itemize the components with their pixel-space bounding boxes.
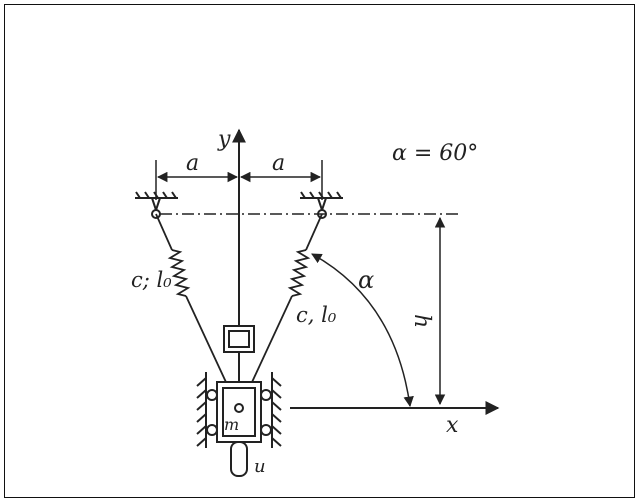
angle-equation-label: α = 60° xyxy=(392,141,478,166)
figure-frame xyxy=(4,4,635,498)
dimension-a-left-label: a xyxy=(186,151,199,176)
angle-label: α xyxy=(358,266,374,294)
right-spring-label: c, l₀ xyxy=(296,303,337,327)
angle-arc xyxy=(311,253,414,408)
dimension-a xyxy=(155,160,323,200)
height-label: h xyxy=(409,314,434,328)
main-mass xyxy=(206,381,272,443)
slider-block xyxy=(223,325,255,353)
left-spring xyxy=(155,213,239,409)
left-guide-wall xyxy=(196,372,207,448)
left-spring-label: c; l₀ xyxy=(131,268,172,292)
dimension-a-right-label: a xyxy=(272,151,285,176)
right-ceiling-support xyxy=(300,191,343,219)
right-guide-wall xyxy=(271,372,282,448)
bottom-rod xyxy=(230,441,248,477)
point-label: u xyxy=(254,456,266,477)
x-axis-label: x xyxy=(446,413,459,438)
y-axis-label: y xyxy=(217,127,231,152)
mass-label: m xyxy=(224,415,239,434)
